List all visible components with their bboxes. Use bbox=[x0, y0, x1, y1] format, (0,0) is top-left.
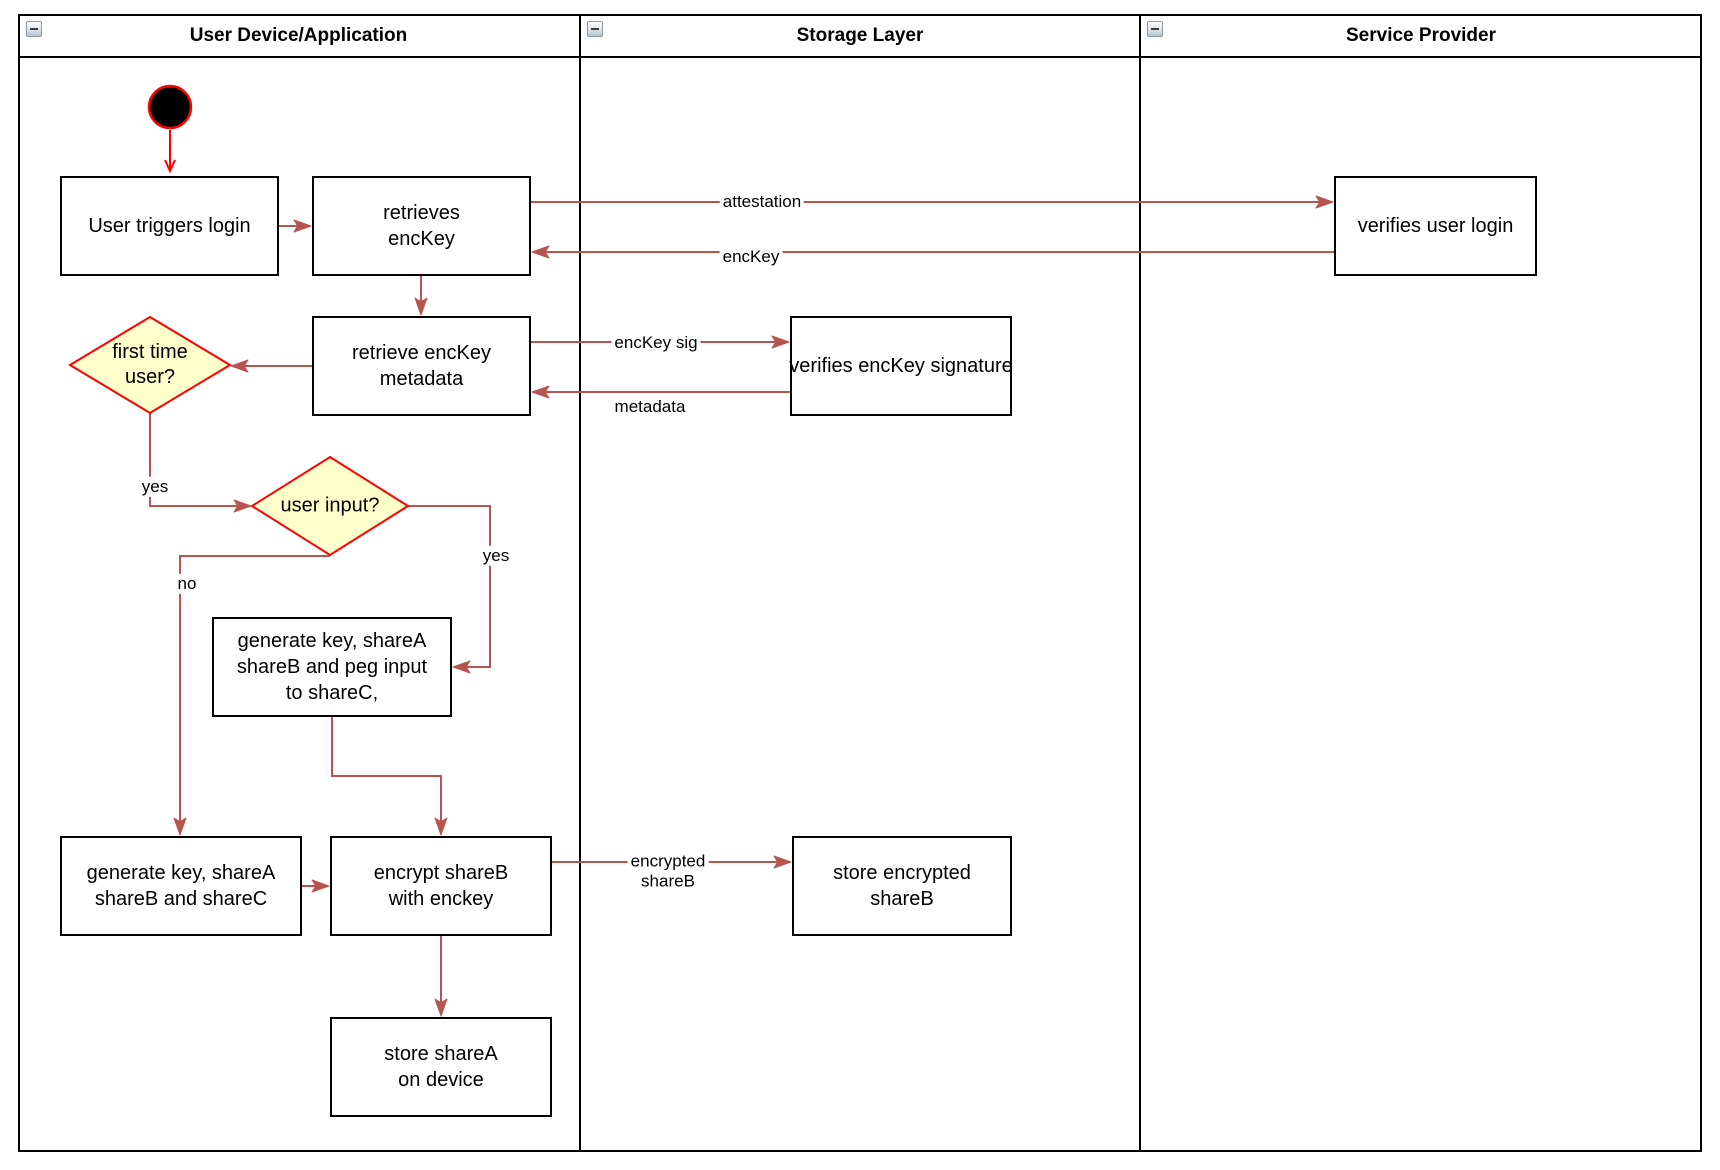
node-store-sharea[interactable]: store shareA on device bbox=[330, 1017, 552, 1117]
minus-icon bbox=[591, 28, 599, 30]
node-verifies-user-login[interactable]: verifies user login bbox=[1334, 176, 1537, 276]
edge-label-enckey-sig: encKey sig bbox=[611, 332, 701, 354]
edge-userinput-no[interactable] bbox=[173, 555, 330, 836]
node-verifies-enckey-signature[interactable]: verifies encKey signature bbox=[789, 316, 1013, 416]
node-store-encrypted-shareb[interactable]: store encrypted shareB bbox=[792, 836, 1012, 936]
lane-title-user-device: User Device/Application bbox=[189, 25, 408, 46]
minus-icon bbox=[1151, 28, 1159, 30]
swimlane-pool bbox=[18, 14, 1702, 1152]
edge-firsttime-yes[interactable] bbox=[149, 413, 252, 513]
edge-label-metadata: metadata bbox=[611, 396, 689, 418]
lane-divider bbox=[579, 14, 581, 1152]
edge-label-yes: yes bbox=[138, 476, 172, 498]
lane-divider bbox=[1139, 14, 1141, 1152]
edge-label-yes: yes bbox=[479, 545, 513, 567]
initial-state-node[interactable] bbox=[147, 84, 193, 130]
node-user-triggers-login[interactable]: User triggers login bbox=[60, 176, 279, 276]
node-retrieves-enckey[interactable]: retrieves encKey bbox=[312, 176, 531, 276]
collapse-lane-button[interactable] bbox=[26, 21, 42, 37]
edge-peg-to-encrypt[interactable] bbox=[331, 716, 448, 836]
collapse-lane-button[interactable] bbox=[587, 21, 603, 37]
lane-header-separator bbox=[18, 56, 1702, 58]
lane-title-service-provider: Service Provider bbox=[1346, 25, 1496, 46]
node-generate-key-peg-input[interactable]: generate key, shareA shareB and peg inpu… bbox=[212, 617, 452, 717]
decision-user-input-label: user input? bbox=[280, 494, 380, 517]
edge-label-enckey: encKey bbox=[719, 246, 783, 268]
node-generate-key-shares[interactable]: generate key, shareA shareB and shareC bbox=[60, 836, 302, 936]
edge-label-no: no bbox=[174, 573, 200, 595]
node-retrieve-enckey-metadata[interactable]: retrieve encKey metadata bbox=[312, 316, 531, 416]
edge-userinput-yes[interactable] bbox=[408, 505, 491, 674]
lane-title-storage-layer: Storage Layer bbox=[796, 25, 924, 46]
decision-first-time-user-label: first time user? bbox=[112, 341, 188, 388]
node-encrypt-shareb[interactable]: encrypt shareB with enckey bbox=[330, 836, 552, 936]
edge-label-attestation: attestation bbox=[719, 191, 805, 213]
decision-first-time-user[interactable] bbox=[68, 315, 232, 415]
decision-user-input[interactable] bbox=[250, 455, 410, 557]
minus-icon bbox=[30, 28, 38, 30]
edge-label-encrypted-shareb: encrypted shareB bbox=[627, 851, 709, 893]
collapse-lane-button[interactable] bbox=[1147, 21, 1163, 37]
